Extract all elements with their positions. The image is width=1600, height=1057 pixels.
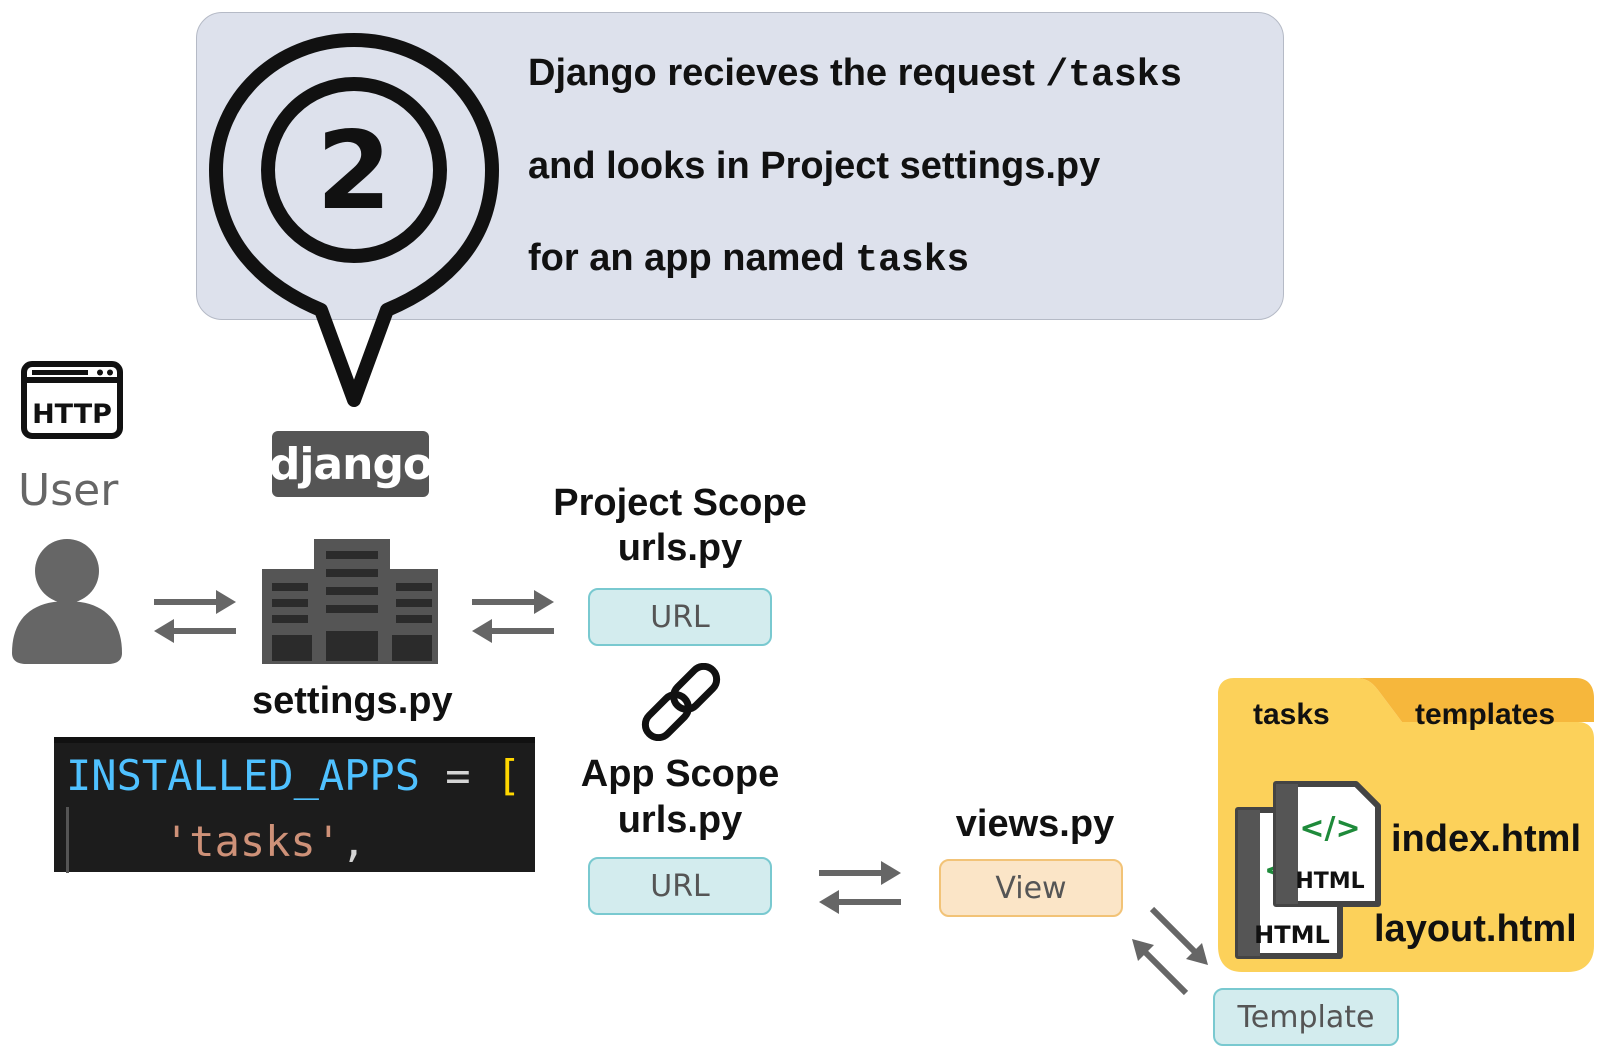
folder-tab-tasks: tasks [1253,698,1330,731]
http-browser-icon: HTTP [21,361,123,439]
project-urls-file: urls.py [617,527,743,569]
django-logo: django [269,431,433,497]
settings-file-label: settings.py [252,680,453,722]
chain-link-icon [641,663,721,741]
callout-bubble [196,12,1284,320]
django-url-arrows-icon [472,590,554,643]
installed-apps-code: INSTALLED_APPS = [ 'tasks', [54,737,535,873]
html-file-label-front: HTML [1295,869,1364,894]
app-url-box: URL [588,857,772,915]
callout-line-1-code: /tasks [1045,54,1183,97]
callout-line-1: Django recieves the request /tasks [528,52,1183,97]
view-box: View [939,859,1123,917]
html-file-label-back: HTML [1254,921,1330,949]
user-label: User [18,465,119,516]
user-avatar-icon [12,539,122,664]
views-file-label: views.py [955,803,1115,845]
step-marker-icon: 2 [209,33,499,407]
server-building-icon [262,539,438,664]
callout-line-3: for an app named tasks [528,237,970,282]
http-label: HTTP [32,399,112,430]
app-urls-file: urls.py [617,799,743,841]
callout-line-2: and looks in Project settings.py [528,145,1101,187]
user-django-arrows-icon [154,590,236,643]
app-scope-title: App Scope [580,753,780,795]
callout-line-3-code: tasks [855,239,970,282]
project-url-box: URL [588,588,772,646]
index-file-label: index.html [1391,818,1582,860]
step-number: 2 [316,109,391,234]
template-box: Template [1213,988,1399,1046]
code-var-name: INSTALLED_APPS [66,751,421,800]
url-view-arrows-icon [819,861,901,914]
html-files-icon: < </> HTML HTML [1235,781,1381,959]
view-template-arrows-icon [1132,906,1208,996]
folder-tab-templates: templates [1415,698,1556,731]
html-code-glyph: </> [1299,811,1360,846]
project-scope-title: Project Scope [553,482,807,524]
layout-file-label: layout.html [1374,908,1577,950]
code-app-string: 'tasks' [164,817,342,866]
